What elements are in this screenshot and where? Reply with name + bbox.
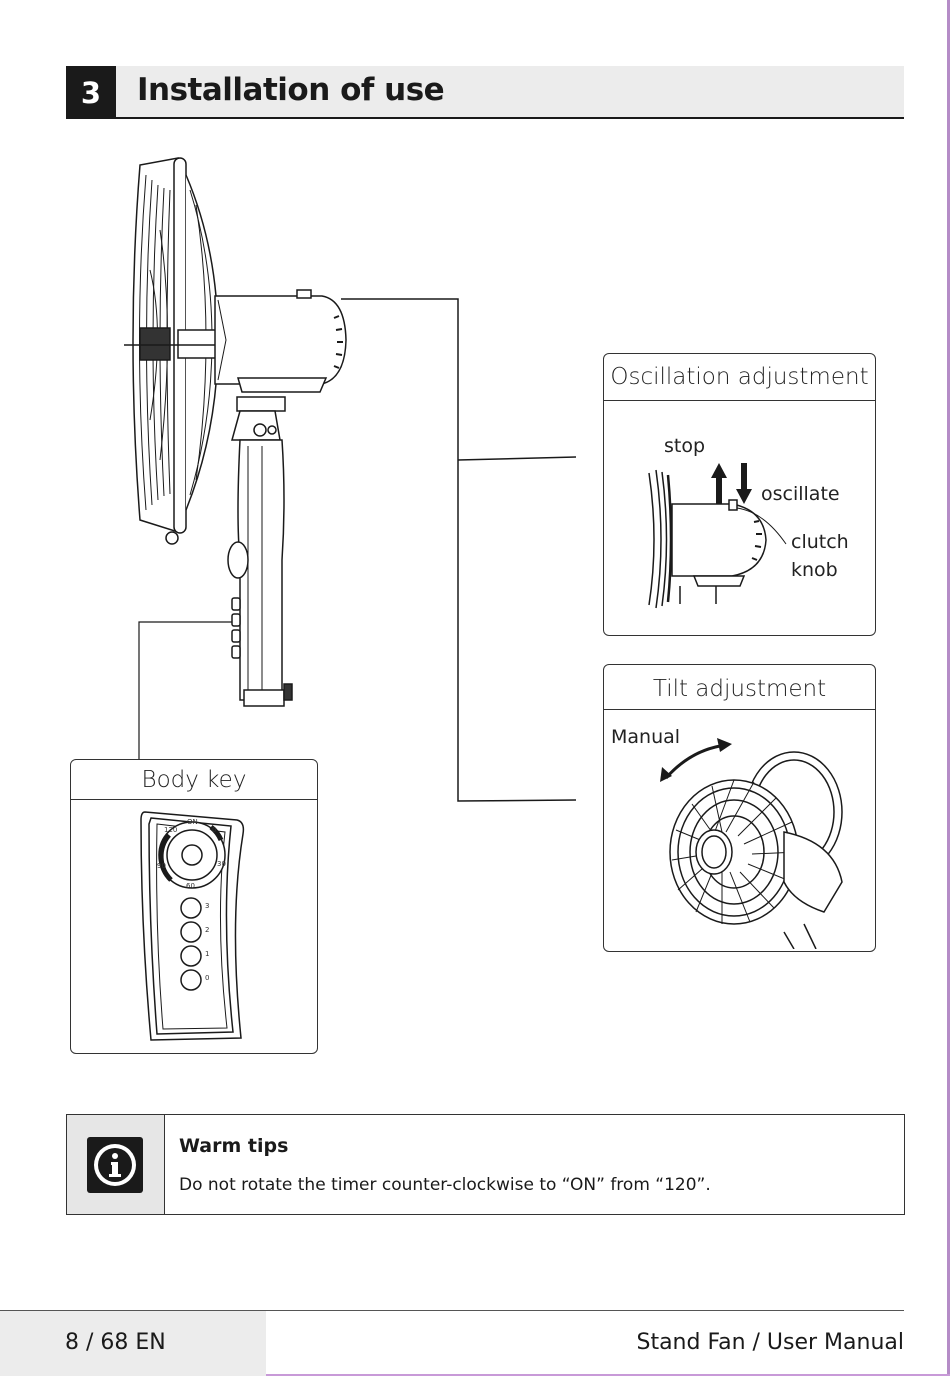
- timer-mark-120: 120: [164, 826, 177, 834]
- body-key-title: Body key: [71, 760, 317, 800]
- tilt-diagram: [604, 712, 874, 949]
- clutch-label-line1: clutch: [791, 531, 849, 553]
- speed-label-1: 1: [205, 950, 209, 958]
- timer-mark-90: 90: [157, 862, 166, 870]
- timer-mark-60: 60: [186, 882, 195, 890]
- warm-tips-text: Do not rotate the timer counter-clockwis…: [179, 1175, 711, 1195]
- arrow-down-icon: [736, 463, 752, 504]
- timer-mark-on: ON: [187, 818, 198, 826]
- warm-tips-box: Warm tips Do not rotate the timer counte…: [66, 1114, 905, 1215]
- warm-tips-icon-cell: [67, 1115, 165, 1214]
- speed-label-3: 3: [205, 902, 209, 910]
- warm-tips-title: Warm tips: [179, 1135, 288, 1157]
- oscillate-label: oscillate: [761, 483, 840, 505]
- footer-document-title: Stand Fan / User Manual: [636, 1330, 904, 1355]
- speed-label-2: 2: [205, 926, 209, 934]
- timer-mark-0: 0: [212, 826, 216, 834]
- speed-label-0: 0: [205, 974, 209, 982]
- info-icon: [87, 1137, 143, 1193]
- tilt-adjustment-title: Tilt adjustment: [604, 665, 875, 710]
- stop-label: stop: [664, 435, 705, 457]
- control-panel-diagram: [71, 800, 316, 1050]
- clutch-label-line2: knob: [791, 559, 838, 581]
- oscillation-adjustment-title: Oscillation adjustment: [604, 354, 875, 401]
- footer-page-number: 8 / 68 EN: [65, 1330, 166, 1355]
- arrow-up-icon: [711, 463, 727, 504]
- oscillation-diagram: [604, 400, 874, 633]
- timer-mark-30: 30: [217, 860, 226, 868]
